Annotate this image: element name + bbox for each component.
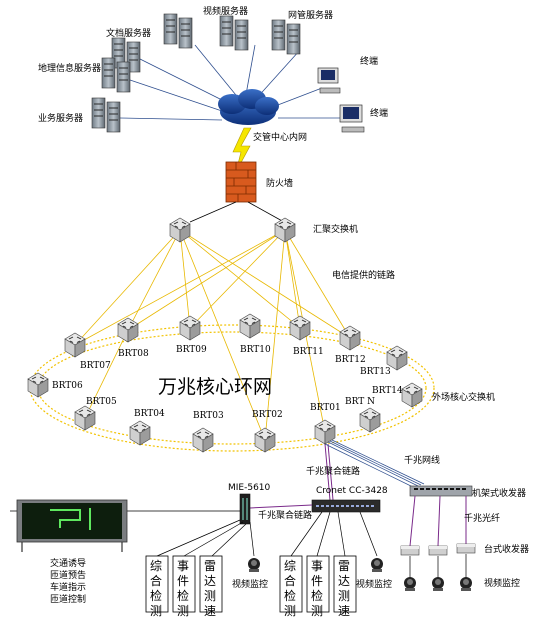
sign-caption-3: 车道指示 — [50, 581, 86, 593]
ring-node-brt10 — [239, 313, 261, 339]
netmgmt-server-label: 网管服务器 — [288, 9, 333, 21]
brt01-downlinks — [324, 439, 425, 501]
desk-transceiver-label: 台式收发器 — [484, 543, 529, 555]
aggregation-switch-2-icon — [274, 217, 296, 243]
ring-node-brt01 — [314, 419, 336, 445]
terminal-2-label: 终端 — [370, 107, 388, 119]
camera-icon-r3 — [460, 577, 472, 591]
detector-box-right-3: 雷达测速 — [333, 555, 357, 618]
brt07-label: BRT07 — [80, 361, 111, 371]
document-server-label: 文档服务器 — [106, 27, 151, 39]
ring-title: 万兆核心环网 — [158, 376, 272, 398]
ring-node-brt08 — [117, 317, 139, 343]
ring-node-brt12 — [339, 325, 361, 351]
brt11-label: BRT11 — [293, 347, 324, 357]
ring-node-brt04 — [129, 420, 151, 446]
aggregation-switch-label: 汇聚交换机 — [313, 223, 358, 235]
video-server-icon — [163, 13, 193, 49]
sign-caption-4: 匝道控制 — [50, 593, 86, 605]
gigabit-fiber-label: 千兆光纤 — [464, 512, 500, 524]
terminal-1-label: 终端 — [360, 55, 378, 67]
firewall-icon — [225, 161, 257, 203]
desk-transceiver-1-icon — [400, 545, 420, 556]
mie-switch-icon — [239, 493, 251, 525]
brtn-label: BRT N — [345, 397, 375, 407]
detector-box-left-2: 事件检测 — [172, 555, 196, 618]
mie-cronet-link — [249, 504, 313, 509]
terminal-pc-icon-2 — [339, 104, 365, 133]
brt03-label: BRT03 — [193, 411, 224, 421]
camera-icon-r2 — [432, 577, 444, 591]
brt06-label: BRT06 — [52, 381, 83, 391]
brt09-label: BRT09 — [176, 345, 207, 355]
camera-icon-r1 — [404, 577, 416, 591]
detector-right-1-text: 综合检测 — [284, 559, 296, 618]
ring-node-brt03 — [192, 427, 214, 453]
field-core-switch-label: 外场核心交换机 — [432, 391, 495, 403]
detector-left-2-text: 事件检测 — [177, 559, 189, 618]
desk-camera-links — [409, 554, 467, 578]
brt02-label: BRT02 — [252, 410, 283, 420]
cronet-detector-links — [290, 511, 378, 557]
firewall-label: 防火墙 — [266, 177, 293, 189]
mie-detector-links — [156, 519, 255, 557]
telecom-link-label: 电信提供的链路 — [332, 269, 395, 281]
brt12-label: BRT12 — [335, 355, 366, 365]
netmgmt-server-icon — [219, 15, 249, 51]
cloud-label: 交管中心内网 — [253, 131, 307, 143]
aggregation-switch-1-icon — [169, 217, 191, 243]
brt14-label: BRT14 — [372, 386, 403, 396]
detector-left-3-text: 雷达测速 — [204, 559, 216, 618]
business-server-label: 业务服务器 — [38, 112, 83, 124]
business-server-icon — [91, 97, 121, 133]
detector-right-2-text: 事件检测 — [311, 559, 323, 618]
video-monitor-1-label: 视频监控 — [232, 578, 268, 590]
cloud-icon — [218, 89, 279, 125]
camera-icon-m — [371, 558, 383, 572]
detector-right-3-text: 雷达测速 — [338, 559, 350, 618]
video-monitor-2-label: 视频监控 — [356, 578, 392, 590]
gigabit-agg-link-label: 千兆聚合链路 — [306, 465, 360, 477]
camera-icon-l — [248, 558, 260, 572]
video-server-label: 视频服务器 — [203, 5, 248, 17]
brt10-label: BRT10 — [240, 345, 271, 355]
netmgmt-server-icon-2 — [271, 19, 301, 55]
brt05-label: BRT05 — [86, 397, 117, 407]
ring-node-brtn — [359, 407, 381, 433]
aggregation-links — [74, 229, 351, 441]
cronet-switch-icon — [311, 499, 381, 513]
ring-node-brt06 — [27, 372, 49, 398]
fiber-lines — [409, 495, 467, 547]
vms-sign-icon — [10, 499, 240, 552]
gigabit-agg-link-2-label: 千兆聚合链路 — [258, 509, 312, 521]
rack-transceiver-label: 机架式收发器 — [472, 487, 526, 499]
gis-server-label: 地理信息服务器 — [38, 62, 101, 74]
ring-node-brt07 — [64, 332, 86, 358]
desk-transceiver-3-icon — [456, 543, 476, 554]
brt08-label: BRT08 — [118, 349, 149, 359]
lightning-icon — [232, 127, 252, 173]
rack-transceiver-icon — [409, 485, 473, 497]
detector-left-1-text: 综合检测 — [150, 559, 162, 618]
ring-node-brt02 — [254, 427, 276, 453]
mie-label: MIE-5610 — [228, 483, 271, 493]
sign-caption-1: 交通诱导 — [50, 557, 86, 569]
ring-node-brt09 — [179, 315, 201, 341]
detector-box-right-2: 事件检测 — [306, 555, 330, 618]
brt01-label: BRT01 — [310, 403, 341, 413]
detector-box-left-3: 雷达测速 — [199, 555, 223, 618]
desk-transceiver-2-icon — [428, 545, 448, 556]
detector-box-right-1: 综合检测 — [279, 555, 303, 618]
cronet-label: Cronet CC-3428 — [316, 486, 388, 496]
terminal-pc-icon — [317, 67, 341, 94]
brt13-label: BRT13 — [360, 367, 391, 377]
video-monitor-3-label: 视频监控 — [484, 577, 520, 589]
gigabit-line-label: 千兆网线 — [404, 454, 440, 466]
brt04-label: BRT04 — [134, 409, 165, 419]
detector-box-left-1: 综合检测 — [145, 555, 169, 618]
sign-caption-2: 匝道预告 — [50, 569, 86, 581]
lan-links — [119, 44, 345, 121]
